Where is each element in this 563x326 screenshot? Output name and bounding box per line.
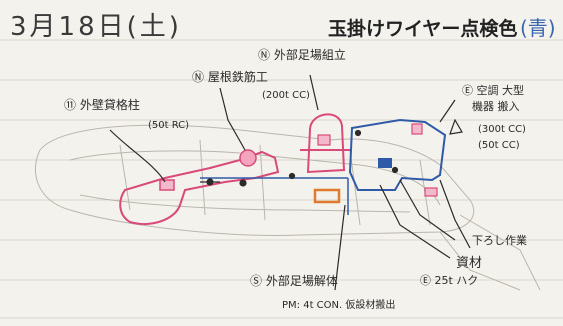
crane-icons (200, 129, 399, 187)
label-equipment-sub1: (300t CC) (478, 124, 526, 135)
leader-lines (109, 74, 471, 291)
label-outer-finish: ⑪ 外壁貸格柱 (64, 98, 140, 112)
marker-outer-finish (159, 179, 175, 191)
date-label: 3月18日(土) (10, 12, 182, 42)
label-equipment-2: 機器 搬入 (472, 100, 520, 113)
note-sub: PM: 4t CON. 仮設材搬出 (282, 300, 396, 311)
color-label: (青) (520, 16, 556, 40)
zone-outer-finish (119, 150, 280, 225)
label-scaffold: Ⓝ 外部足場組立 (258, 48, 346, 62)
label-unload: 下ろし作業 (472, 234, 527, 247)
zone-equipment (348, 118, 447, 191)
label-outer-finish-sub: (50t RC) (148, 120, 190, 131)
label-crane: Ⓔ 25t ハク (420, 274, 479, 287)
label-scaffold-sub: (200t CC) (262, 90, 310, 101)
label-material: 資材 (456, 256, 483, 271)
label-equipment-sub2: (50t CC) (478, 140, 520, 151)
label-equipment: Ⓔ 空調 大型 (462, 84, 524, 97)
marker-rebar (239, 149, 257, 167)
zone-scaffold (306, 113, 346, 174)
label-rebar: Ⓝ 屋根鉄筋工 (192, 70, 268, 84)
zone-dismantle (313, 188, 341, 204)
note-main: Ⓢ 外部足場解体 (250, 274, 338, 288)
page-title: 玉掛けワイヤー点検色 (328, 18, 518, 40)
